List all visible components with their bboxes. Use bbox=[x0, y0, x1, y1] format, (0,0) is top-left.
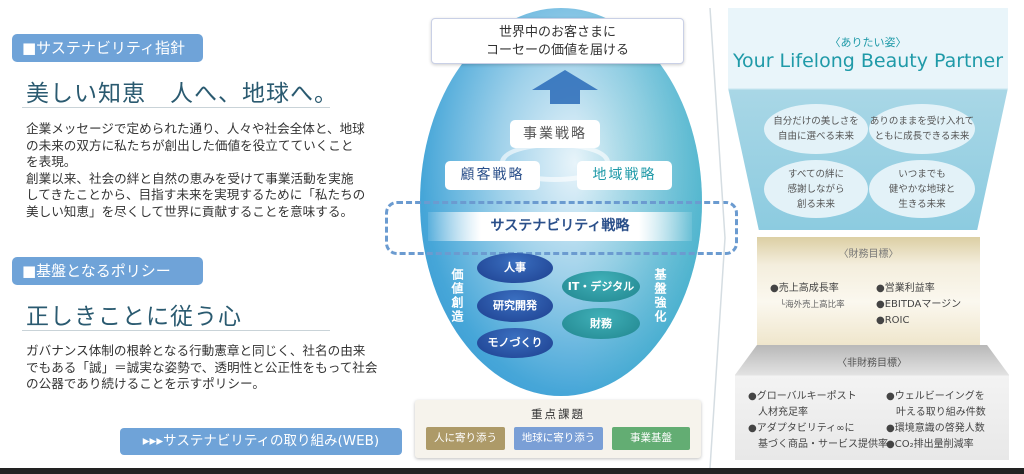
nonfinancial-item: ●ウェルビーイングを bbox=[886, 391, 985, 402]
line: いつまでも bbox=[898, 168, 946, 180]
line: の未来の双方に私たちが創出した価値を役立てていくこと bbox=[26, 137, 354, 153]
nonfinancial-item: ●アダプタビリティ∞に bbox=[748, 423, 855, 434]
line: 自分だけの美しさを bbox=[773, 116, 859, 127]
sustainability-strategy: サステナビリティ戦略 bbox=[428, 212, 692, 241]
line: ありのままを受け入れて bbox=[869, 116, 975, 127]
foundation-label: 基盤強化 bbox=[653, 268, 667, 324]
financial-right: ●営業利益率 ●EBITDAマージン ●ROIC bbox=[876, 281, 961, 329]
nonfinancial-panel bbox=[735, 345, 1009, 460]
nonfinancial-item: 叶える取り組み件数 bbox=[886, 407, 986, 418]
line: 企業メッセージで定められた通り、人々や社会全体と、地球 bbox=[26, 121, 365, 136]
nonfinancial-item: 基づく商品・サービス提供率 bbox=[748, 439, 888, 450]
section-label-sustainability-policy: ■サステナビリティ指針 bbox=[12, 34, 203, 62]
financial-label: 〈財務目標〉 bbox=[838, 249, 899, 260]
policy-paragraph: 企業メッセージで定められた通り、人々や社会全体と、地球 の未来の双方に私たちが創… bbox=[26, 121, 396, 220]
line: 創業以来、社会の絆と自然の恵みを受けて事業活動を実施 bbox=[26, 170, 354, 186]
future-circle: 自分だけの美しさを自由に選べる未来 bbox=[764, 104, 868, 154]
key-issues-box: 重点課題 人に寄り添う 地球に寄り添う 事業基盤 bbox=[415, 400, 701, 458]
key-issue-earth: 地球に寄り添う bbox=[514, 427, 603, 450]
up-arrow-icon bbox=[532, 70, 598, 104]
line: でもある「誠」＝誠実な姿勢で、透明性と公正性をもって社会 bbox=[26, 359, 378, 375]
dashed-highlight bbox=[385, 201, 738, 255]
financial-item: ●売上高成長率 bbox=[770, 283, 839, 294]
foundation-item: IT・デジタル bbox=[562, 271, 640, 302]
section-label-base-policy: ■基盤となるポリシー bbox=[12, 257, 203, 285]
nonfinancial-item: ●CO₂排出量削減率 bbox=[886, 439, 974, 450]
future-circle: いつまでも健やかな地球と生きる未来 bbox=[869, 160, 975, 218]
nonfinancial-label: 〈非財務目標〉 bbox=[837, 358, 907, 369]
value-item: 研究開発 bbox=[477, 290, 553, 322]
base-title: 正しきことに従う心 bbox=[26, 304, 242, 330]
base-paragraph: ガバナンス体制の根幹となる行動憲章と同じく、社名の由来 でもある「誠」＝誠実な姿… bbox=[26, 343, 396, 393]
line: を表現。 bbox=[26, 154, 77, 169]
future-circle: すべての絆に感謝しながら創る未来 bbox=[764, 160, 868, 218]
nonfinancial-item: ●環境意識の啓発人数 bbox=[886, 423, 985, 434]
line: コーセーの価値を届ける bbox=[485, 43, 629, 58]
financial-subitem: └海外売上高比率 bbox=[780, 300, 845, 310]
line: 世界中のお客さまに bbox=[498, 25, 616, 40]
nonfinancial-right: ●ウェルビーイングを 叶える取り組み件数 ●環境意識の啓発人数 ●CO₂排出量削… bbox=[886, 389, 986, 453]
vision-tagline: Your Lifelong Beauty Partner bbox=[732, 50, 1004, 72]
line: すべての絆に bbox=[788, 168, 844, 180]
nonfinancial-left: ●グローバルキーポスト 人材充足率 ●アダプタビリティ∞に 基づく商品・サービス… bbox=[748, 389, 888, 453]
line: ガバナンス体制の根幹となる行動憲章と同じく、社名の由来 bbox=[26, 343, 366, 358]
line: の公器であり続けることを示すポリシー。 bbox=[26, 376, 266, 391]
line: 感謝しながら bbox=[787, 183, 845, 195]
value-creation-label: 価値創造 bbox=[450, 268, 464, 324]
line: 健やかな地球と bbox=[888, 183, 956, 195]
foundation-item: 財務 bbox=[562, 308, 640, 339]
line: 生きる未来 bbox=[898, 198, 946, 210]
financial-panel bbox=[757, 237, 980, 345]
key-issue-people: 人に寄り添う bbox=[426, 427, 505, 450]
key-issues-title: 重点課題 bbox=[531, 407, 585, 421]
bottom-bar bbox=[0, 468, 1024, 474]
policy-title: 美しい知恵 人へ、地球へ。 bbox=[26, 81, 338, 107]
sustainability-web-link[interactable]: ▸▸▸サステナビリティの取り組み(WEB) bbox=[120, 428, 402, 455]
chevron-divider bbox=[709, 8, 726, 468]
line: してきたことから、目指す未来を実現するために「私たちの bbox=[26, 187, 366, 202]
mission-box: 世界中のお客さまに コーセーの価値を届ける bbox=[431, 18, 684, 64]
line: 創る未来 bbox=[796, 198, 835, 210]
divider bbox=[22, 330, 330, 331]
vision-label: 〈ありたい姿〉 bbox=[829, 36, 907, 49]
line: 自由に選べる未来 bbox=[777, 131, 854, 142]
financial-item: ●EBITDAマージン bbox=[876, 299, 962, 310]
future-circle: ありのままを受け入れてともに成長できる未来 bbox=[869, 104, 975, 154]
financial-left: ●売上高成長率 └海外売上高比率 bbox=[770, 281, 845, 313]
nonfinancial-item: ●グローバルキーポスト bbox=[748, 391, 857, 402]
value-item: モノづくり bbox=[477, 328, 553, 358]
financial-item: ●ROIC bbox=[876, 315, 910, 326]
financial-item: ●営業利益率 bbox=[876, 283, 935, 294]
line: 美しい知恵」を尽くして世界に貢献することを意味する。 bbox=[26, 203, 354, 219]
business-strategy: 事業戦略 bbox=[510, 120, 600, 148]
customer-strategy: 顧客戦略 bbox=[445, 161, 540, 190]
region-strategy: 地域戦略 bbox=[577, 161, 672, 190]
divider bbox=[22, 107, 330, 108]
nonfinancial-item: 人材充足率 bbox=[748, 407, 808, 418]
line: ともに成長できる未来 bbox=[874, 131, 970, 142]
value-item: 人事 bbox=[477, 253, 553, 283]
key-issue-business: 事業基盤 bbox=[612, 427, 690, 450]
